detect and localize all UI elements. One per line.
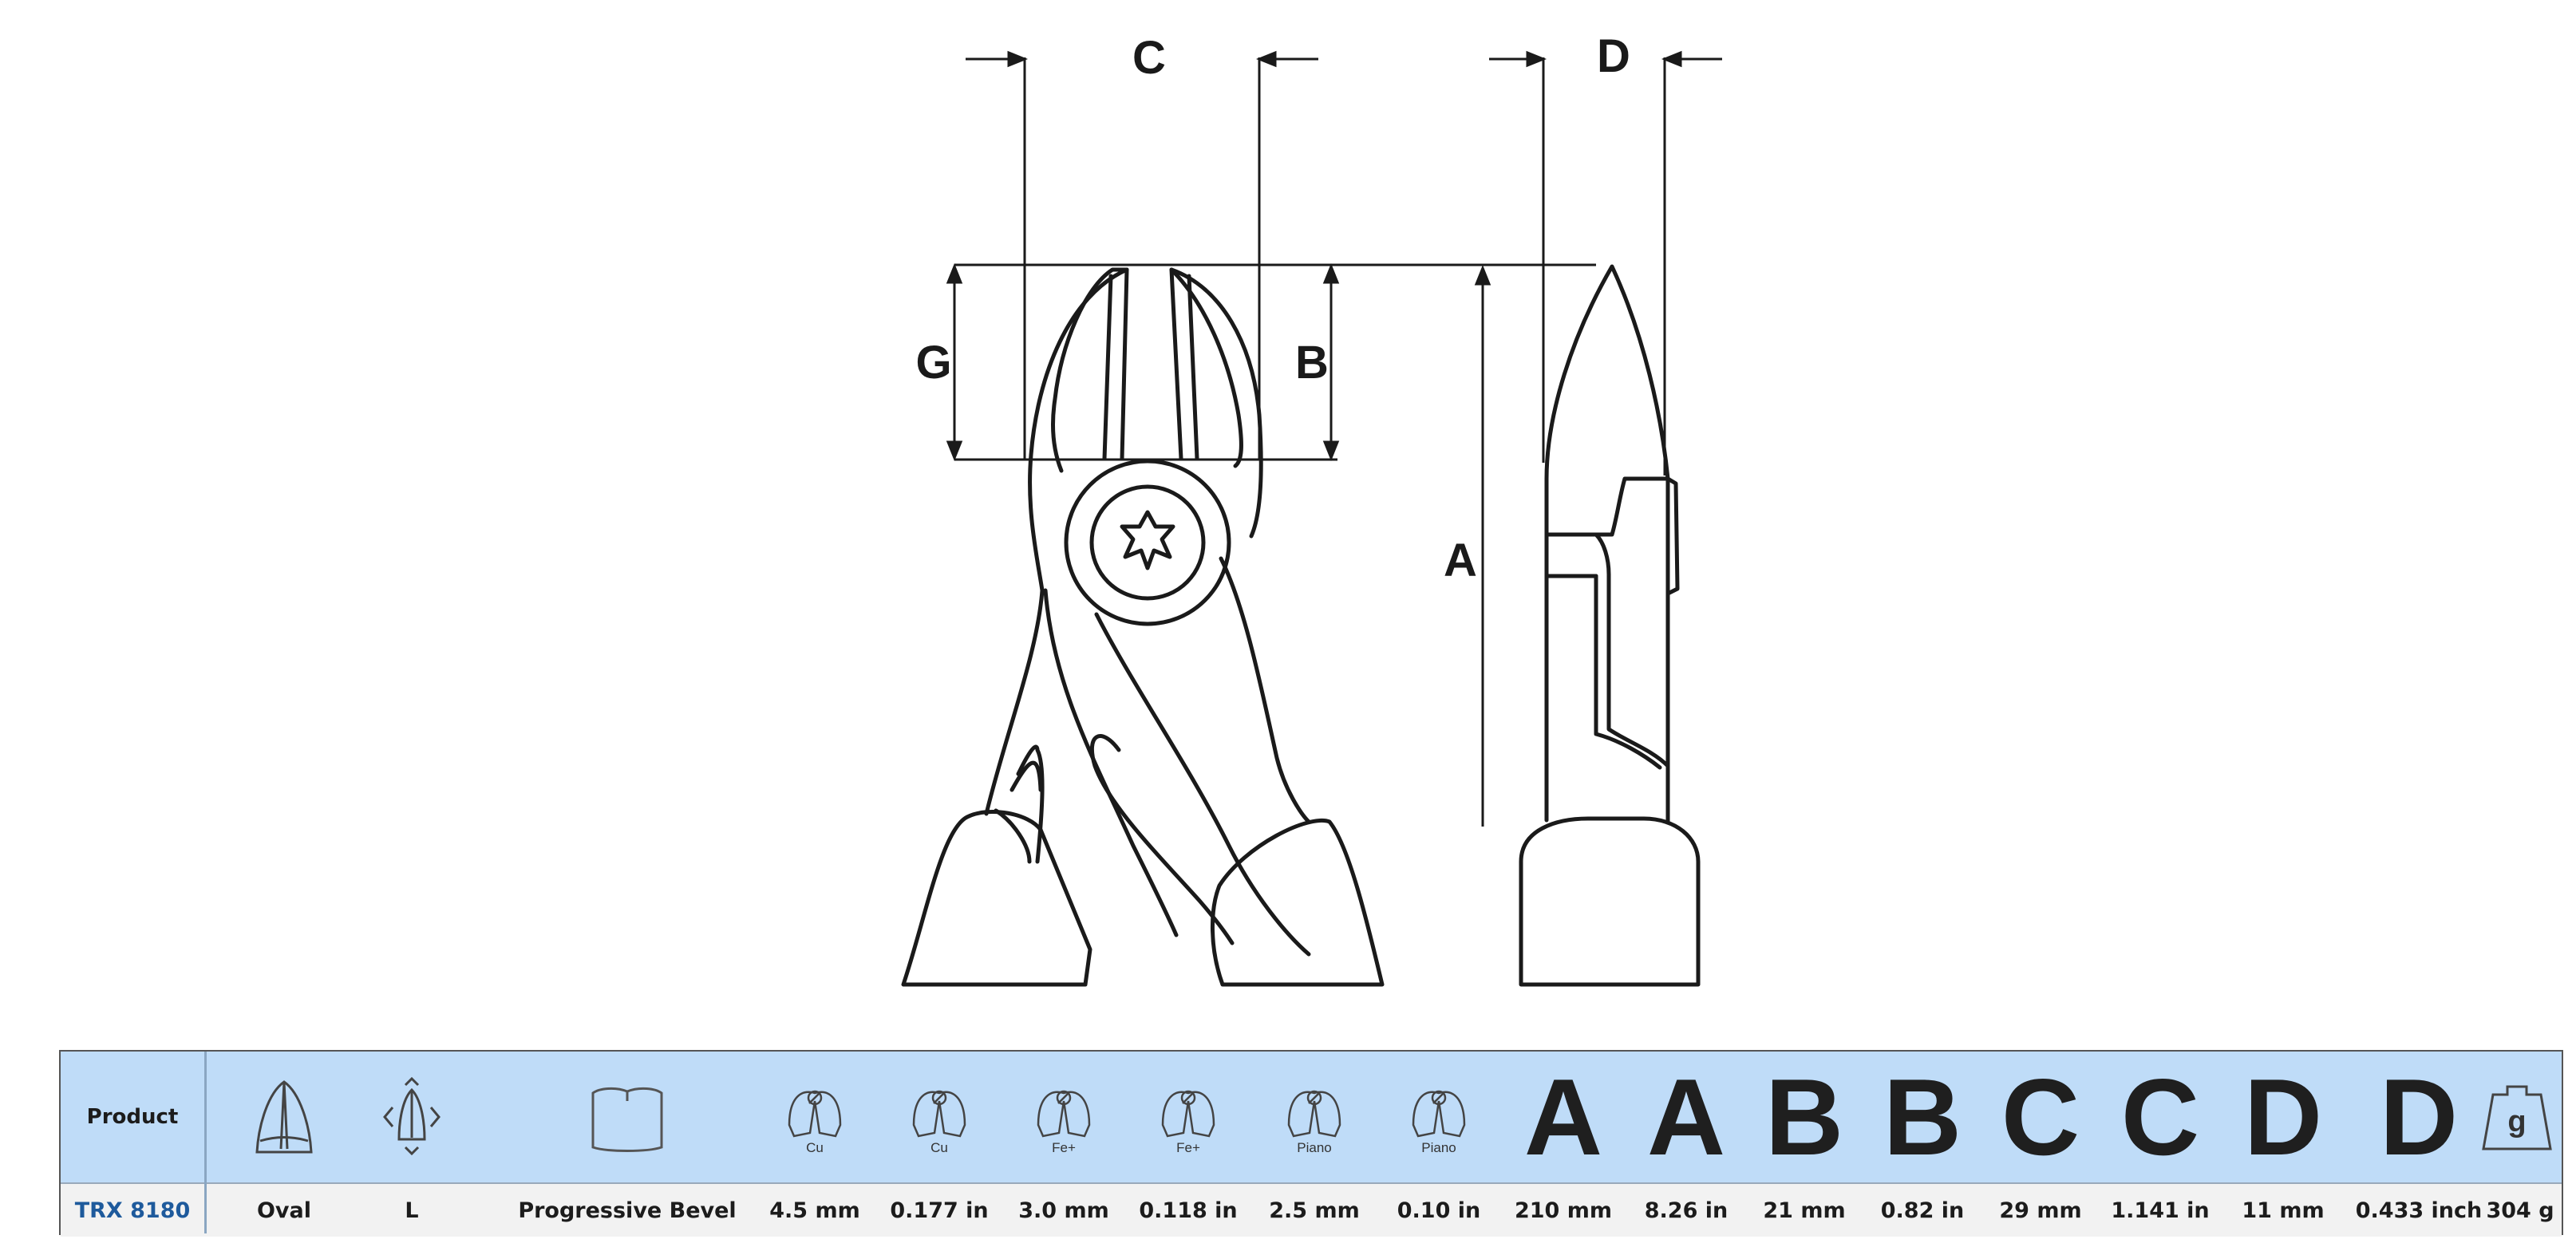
- left-grip: [901, 810, 1092, 987]
- copper-icon: Cu: [755, 1052, 875, 1182]
- dimension-label-d: D: [1597, 30, 1630, 82]
- d-in-cell: 0.433 inch: [2346, 1184, 2491, 1237]
- dimension-header-letter: D: [2243, 1056, 2323, 1178]
- material-label: Cu: [930, 1140, 948, 1155]
- dimension-header-letter: A: [1646, 1056, 1726, 1178]
- material-label: Fe+: [1052, 1140, 1076, 1155]
- dimension-label-c: C: [1132, 32, 1166, 84]
- d-mm-cell: 11 mm: [2223, 1184, 2343, 1237]
- material-label: Piano: [1297, 1140, 1331, 1155]
- piano-in-value: 0.10 in: [1397, 1198, 1481, 1223]
- copper-in-value: 0.177 in: [890, 1198, 989, 1223]
- dimension-header-letter: D: [2379, 1056, 2459, 1178]
- iron-icon: Fe+: [1128, 1052, 1248, 1182]
- copper-in-cell: 0.177 in: [879, 1184, 999, 1237]
- table-header-row: Product: [61, 1052, 2562, 1182]
- product-header-cell: Product: [61, 1052, 204, 1182]
- dimension-b-header: B: [1744, 1052, 1864, 1182]
- dimension-header-letter: C: [2001, 1056, 2080, 1178]
- product-link[interactable]: TRX 8180: [74, 1198, 191, 1223]
- inner-spring: [1089, 734, 1235, 945]
- left-jaw-inner: [1051, 267, 1129, 473]
- spec-table: Product: [59, 1050, 2563, 1237]
- piano-mm-cell: 2.5 mm: [1254, 1184, 1374, 1237]
- column-separator: [204, 1052, 207, 1233]
- plier-dimension-drawing: C D G B A: [901, 30, 1722, 987]
- head-shape-value: Oval: [256, 1198, 312, 1223]
- left-jaw-outline: [984, 267, 1129, 816]
- d-in-value: 0.433 inch: [2355, 1198, 2483, 1223]
- c-in-cell: 1.141 in: [2100, 1184, 2220, 1237]
- iron-in-value: 0.118 in: [1139, 1198, 1238, 1223]
- plier-side-view: [1519, 264, 1701, 987]
- table-row: TRX 8180 Oval L Progressive Bevel 4.5 mm…: [61, 1182, 2562, 1237]
- iron-mm-value: 3.0 mm: [1018, 1198, 1109, 1223]
- d-mm-value: 11 mm: [2242, 1198, 2325, 1223]
- material-label: Piano: [1421, 1140, 1456, 1155]
- dimension-label-a: A: [1444, 535, 1477, 586]
- dimension-a-header: A: [1503, 1052, 1623, 1182]
- dimension-label-b: B: [1295, 337, 1329, 389]
- side-blade: [1544, 264, 1670, 537]
- right-grip: [1211, 819, 1385, 987]
- dimension-label-g: G: [915, 337, 951, 389]
- b-in-value: 0.82 in: [1880, 1198, 1965, 1223]
- b-mm-value: 21 mm: [1763, 1198, 1846, 1223]
- weight-icon-letter: g: [2507, 1105, 2526, 1139]
- edge-type-icon: [508, 1052, 747, 1182]
- a-mm-value: 210 mm: [1514, 1198, 1613, 1223]
- weight-cell: 304 g: [2479, 1184, 2562, 1237]
- b-in-cell: 0.82 in: [1863, 1184, 1982, 1237]
- weight-value: 304 g: [2486, 1198, 2554, 1223]
- dimension-c-header: C: [2100, 1052, 2220, 1182]
- iron-mm-cell: 3.0 mm: [1004, 1184, 1124, 1237]
- iron-in-cell: 0.118 in: [1128, 1184, 1248, 1237]
- piano-wire-icon: Piano: [1379, 1052, 1499, 1182]
- dimension-c-header: C: [1981, 1052, 2100, 1182]
- pivot-inner: [1089, 484, 1206, 601]
- dimension-header-letter: B: [1883, 1056, 1962, 1178]
- head-shape-icon: [236, 1052, 332, 1182]
- b-mm-cell: 21 mm: [1744, 1184, 1864, 1237]
- edge-cell: Progressive Bevel: [508, 1184, 747, 1237]
- side-grip: [1519, 816, 1701, 987]
- piano-in-cell: 0.10 in: [1379, 1184, 1499, 1237]
- pivot-screw-star: [1120, 510, 1175, 570]
- c-mm-cell: 29 mm: [1981, 1184, 2100, 1237]
- product-header-label: Product: [86, 1105, 179, 1129]
- dimension-d-header: D: [2359, 1052, 2479, 1182]
- dimension-header-letter: A: [1523, 1056, 1603, 1178]
- copper-icon: Cu: [879, 1052, 999, 1182]
- dimension-d-header: D: [2223, 1052, 2343, 1182]
- iron-icon: Fe+: [1004, 1052, 1124, 1182]
- right-jaw-inner: [1169, 267, 1243, 468]
- material-label: Cu: [806, 1140, 824, 1155]
- left-handle: [1043, 588, 1179, 937]
- copper-mm-cell: 4.5 mm: [755, 1184, 875, 1237]
- a-in-value: 8.26 in: [1644, 1198, 1729, 1223]
- size-icon: [348, 1052, 476, 1182]
- head-shape-cell: Oval: [236, 1184, 332, 1237]
- edge-value: Progressive Bevel: [518, 1198, 737, 1223]
- a-in-cell: 8.26 in: [1626, 1184, 1746, 1237]
- material-label: Fe+: [1176, 1140, 1200, 1155]
- piano-wire-icon: Piano: [1254, 1052, 1374, 1182]
- copper-mm-value: 4.5 mm: [769, 1198, 860, 1223]
- c-mm-value: 29 mm: [1999, 1198, 2082, 1223]
- dimension-a-header: A: [1626, 1052, 1746, 1182]
- size-value: L: [405, 1198, 419, 1223]
- dimension-b-header: B: [1863, 1052, 1982, 1182]
- dimension-header-letter: B: [1764, 1056, 1844, 1178]
- dimension-header-letter: C: [2120, 1056, 2200, 1178]
- a-mm-cell: 210 mm: [1503, 1184, 1623, 1237]
- weight-icon: g: [2469, 1052, 2565, 1182]
- pivot-outer: [1064, 459, 1231, 626]
- dimension-lines: [946, 50, 1722, 827]
- c-in-value: 1.141 in: [2111, 1198, 2210, 1223]
- size-cell: L: [348, 1184, 476, 1237]
- product-link-cell[interactable]: TRX 8180: [61, 1184, 204, 1237]
- piano-mm-value: 2.5 mm: [1269, 1198, 1360, 1223]
